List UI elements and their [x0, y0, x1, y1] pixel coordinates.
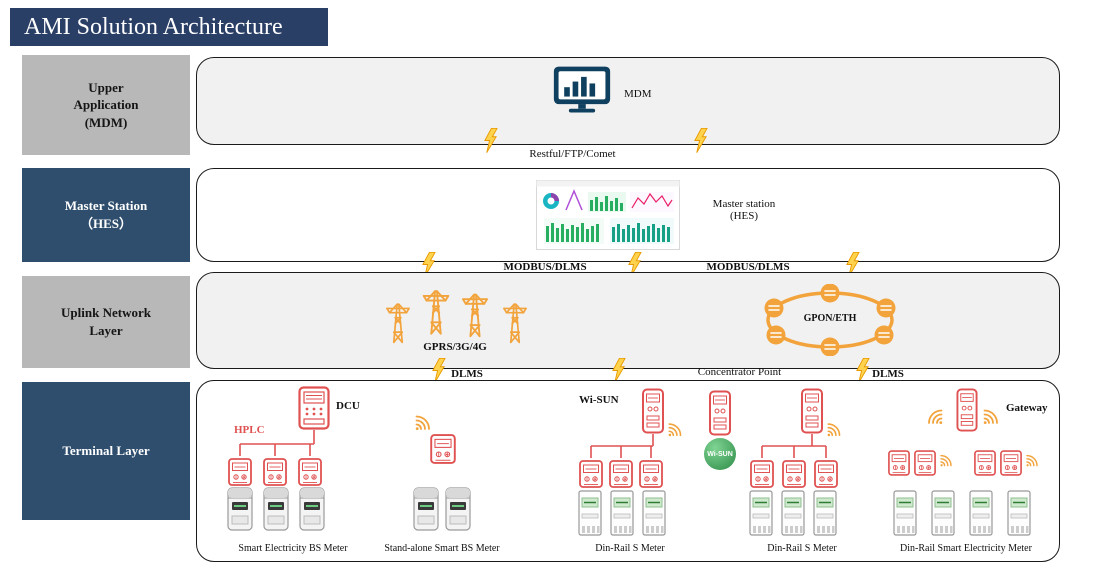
connection-label-modbus-left: MODBUS/DLMS [503, 261, 587, 273]
dinrail-meter-icon [930, 490, 956, 536]
lightning-icon [483, 128, 498, 153]
dinrail-meter-icon [577, 490, 603, 536]
connection-label-dlms-right: DLMS [872, 368, 904, 380]
dinrail-group-right: Din-Rail S Meter [742, 386, 862, 556]
page-title: AMI Solution Architecture [10, 8, 328, 46]
smart-meter-icon [1000, 450, 1022, 476]
caption-standalone: Stand-alone Smart BS Meter [384, 543, 500, 554]
smart-meter-icon [750, 460, 774, 488]
gpon-router-ring [764, 284, 896, 356]
hplc-label: HPLC [234, 424, 265, 436]
smart-meter-icon [609, 460, 633, 488]
hplc-connector-lines [239, 430, 315, 456]
transmission-tower-icon [419, 286, 453, 336]
wifi-icon [924, 406, 944, 426]
gateway-group: Gateway Din-Rail Smart Electricity Meter [878, 386, 1054, 556]
smart-meter-icon [228, 458, 252, 486]
dcu-label: DCU [336, 400, 360, 412]
smart-meter-icon [974, 450, 996, 476]
collector-device-icon [641, 388, 665, 434]
gateway-label: Gateway [1006, 402, 1048, 414]
dinrail-meter-icon [641, 490, 667, 536]
wifi-icon [1025, 452, 1041, 468]
connection-label-concentrator: Concentrator Point [697, 366, 782, 378]
concentrator-device-icon [708, 390, 732, 436]
wisun-dinrail-group: Wi-SUN Din-Rail S Meter [565, 386, 695, 556]
wifi-icon [939, 452, 955, 468]
transmission-tower-icon [499, 300, 531, 344]
wifi-icon [982, 406, 1002, 426]
layer-label-terminal: Terminal Layer [22, 382, 190, 520]
transmission-tower-icon [458, 290, 492, 338]
dinrail-meter-icon [1006, 490, 1032, 536]
smart-meter-icon [579, 460, 603, 488]
mdm-monitor-icon [552, 64, 612, 116]
upper-application-panel [196, 57, 1060, 145]
connection-label-modbus-right: MODBUS/DLMS [706, 261, 790, 273]
smart-meter-icon [263, 458, 287, 486]
dinrail-meter-icon [968, 490, 994, 536]
dinrail-meter-icon [812, 490, 838, 536]
dinrail-meter-icon [748, 490, 774, 536]
gpon-label: GPON/ETH [803, 313, 857, 324]
bs-meter-icon [412, 486, 440, 532]
wisun-label: Wi-SUN [579, 394, 619, 406]
caption-bs-meter: Smart Electricity BS Meter [238, 543, 348, 554]
bs-meter-icon [262, 486, 290, 532]
layer-label-upper-application: Upper Application (MDM) [22, 55, 190, 155]
hes-dashboard-thumbnail [536, 180, 680, 250]
dinrail-meter-icon [780, 490, 806, 536]
uplink-network-panel [196, 272, 1060, 369]
gprs-label: GPRS/3G/4G [423, 341, 487, 353]
dinrail-meter-icon [609, 490, 635, 536]
standalone-meter-group: Stand-alone Smart BS Meter [382, 386, 502, 556]
dinrail-meter-icon [892, 490, 918, 536]
smart-meter-icon [914, 450, 936, 476]
wisun-globe-icon: Wi-SUN [704, 438, 736, 470]
bs-meter-icon [226, 486, 254, 532]
gateway-device-icon [954, 388, 980, 432]
smart-meter-icon [430, 434, 456, 464]
connector-lines [761, 434, 827, 458]
layer-label-master-station: Master Station （HES） [22, 168, 190, 262]
caption-dinrail-right: Din-Rail S Meter [767, 543, 837, 554]
connection-label-restful: Restful/FTP/Comet [529, 148, 616, 160]
caption-dinrail-left: Din-Rail S Meter [595, 543, 665, 554]
smart-meter-icon [639, 460, 663, 488]
mdm-label: MDM [624, 88, 652, 100]
smart-meter-icon [298, 458, 322, 486]
dcu-icon [298, 386, 330, 430]
smart-meter-icon [782, 460, 806, 488]
connector-lines [590, 434, 654, 458]
collector-device-icon [800, 388, 824, 434]
bs-meter-icon [444, 486, 472, 532]
master-station-caption: Master station (HES) [712, 198, 776, 222]
smart-meter-icon [814, 460, 838, 488]
lightning-icon [693, 128, 708, 153]
connection-label-dlms-left: DLMS [451, 368, 483, 380]
smart-meter-icon [888, 450, 910, 476]
hplc-dcu-group: DCU HPLC Smart Electricity BS Meter [218, 386, 368, 556]
wifi-icon [414, 412, 434, 432]
transmission-tower-icon [382, 300, 414, 344]
bs-meter-icon [298, 486, 326, 532]
layer-label-uplink-network: Uplink Network Layer [22, 276, 190, 368]
caption-dinrail-smart: Din-Rail Smart Electricity Meter [900, 543, 1032, 554]
